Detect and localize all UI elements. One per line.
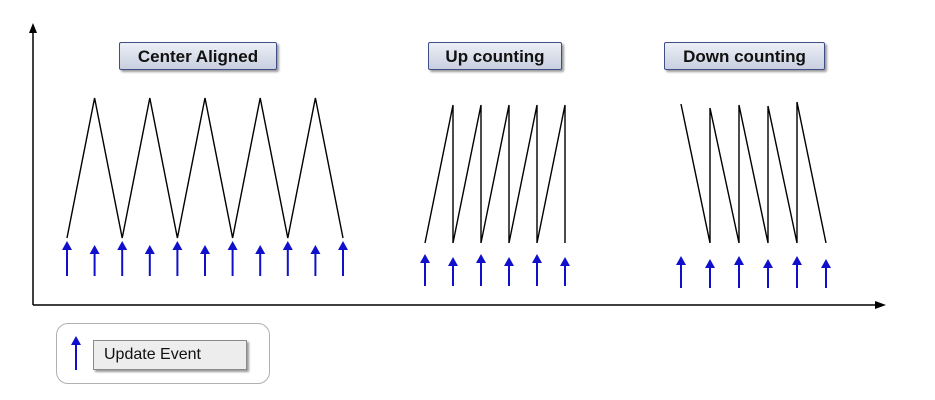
update-event-arrow [792, 256, 802, 288]
update-event-arrow [532, 254, 542, 286]
update-event-arrow-icon [71, 336, 81, 370]
down-counting-title: Down counting [664, 42, 825, 70]
up-counting-update-events [420, 254, 570, 286]
update-event-arrow-head [676, 256, 686, 265]
update-event-arrow-head [282, 241, 293, 250]
update-event-arrow-head [448, 257, 458, 266]
update-event-arrow-head [504, 257, 514, 266]
update-event-arrow-head [821, 259, 831, 268]
legend-label: Update Event [93, 340, 247, 370]
update-event-arrow-head [62, 241, 72, 250]
update-event-arrow [310, 245, 321, 276]
update-event-arrow [676, 256, 686, 288]
update-event-arrow-head [792, 256, 802, 265]
update-event-arrow [420, 254, 430, 286]
update-event-arrow-head [200, 245, 210, 254]
update-event-arrow [282, 241, 293, 276]
update-event-arrow [89, 245, 100, 276]
down-counting-waveform [680, 101, 827, 244]
update-event-arrow [705, 259, 715, 288]
update-event-arrow [763, 259, 773, 288]
center-aligned-update-events [62, 241, 348, 276]
update-event-arrow-head [144, 245, 155, 254]
update-event-arrow-head [734, 256, 744, 265]
update-event-arrow [172, 241, 183, 276]
update-event-arrow-head [310, 245, 321, 254]
update-event-arrow [504, 257, 514, 286]
update-event-arrow-head [560, 257, 570, 266]
update-event-arrow [200, 245, 210, 276]
update-event-arrow [821, 259, 831, 288]
update-event-arrow-head [476, 254, 486, 263]
update-event-arrow-head [117, 241, 128, 250]
update-event-arrow-head [705, 259, 715, 268]
update-event-arrow [144, 245, 155, 276]
update-event-arrow-head [420, 254, 430, 263]
update-event-arrow-head [763, 259, 773, 268]
update-event-arrow-head [227, 241, 238, 250]
up-counting-title: Up counting [428, 42, 562, 70]
update-event-arrow [117, 241, 128, 276]
update-event-arrow [227, 241, 238, 276]
update-event-arrow [476, 254, 486, 286]
update-event-arrow-head [172, 241, 183, 250]
update-event-arrow-head [532, 254, 542, 263]
update-event-arrow [255, 245, 266, 276]
x-axis-arrowhead [875, 301, 886, 309]
update-event-arrow [62, 241, 72, 276]
down-counting-sawtooth-line [680, 101, 827, 244]
legend: Update Event [56, 323, 270, 384]
update-event-arrow [734, 256, 744, 288]
up-counting-sawtooth-line [424, 104, 566, 244]
update-event-arrow [448, 257, 458, 286]
center-aligned-title: Center Aligned [119, 42, 277, 70]
center-aligned-triangle-line [66, 97, 344, 239]
axes [29, 23, 886, 309]
update-event-arrow-head [255, 245, 266, 254]
update-event-arrow-head [338, 241, 348, 250]
center-aligned-waveform [66, 97, 344, 239]
update-event-arrow [338, 241, 348, 276]
up-counting-waveform [424, 104, 566, 244]
update-event-arrow [560, 257, 570, 286]
update-event-arrow-head [89, 245, 100, 254]
y-axis-arrowhead [29, 23, 37, 33]
down-counting-update-events [676, 256, 831, 288]
